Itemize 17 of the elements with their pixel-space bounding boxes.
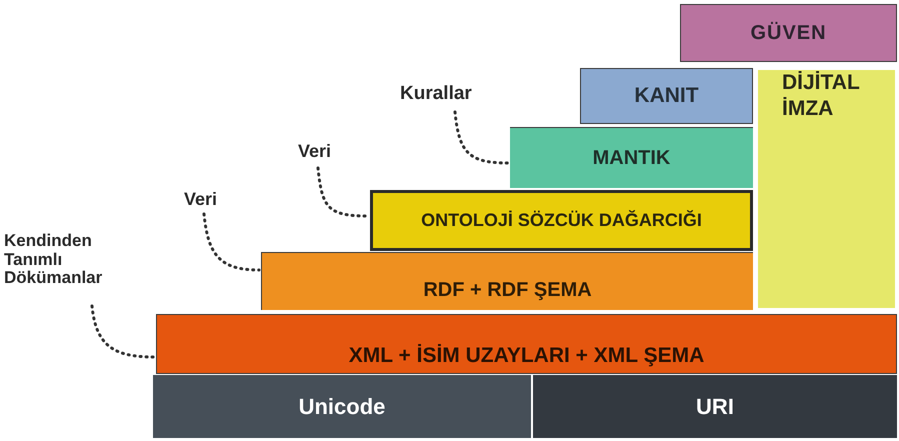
note-text: Kendinden Tanımlı Dökümanlar: [4, 232, 154, 302]
leader-line: [316, 166, 370, 218]
note-text: Veri: [184, 186, 234, 210]
layer-box: ONTOLOJİ SÖZCÜK DAĞARCIĞI: [370, 190, 753, 251]
note-text: Kurallar: [400, 80, 510, 106]
layer-box: GÜVEN: [680, 4, 897, 62]
layer-box: XML + İSİM UZAYLARI + XML ŞEMA: [156, 314, 897, 374]
layer-box: URI: [533, 375, 897, 438]
leader-line: [90, 304, 156, 358]
layer-box: RDF + RDF ŞEMA: [261, 252, 753, 310]
note-text: Veri: [298, 138, 348, 162]
layer-box: Unicode: [153, 375, 531, 438]
leader-line: [202, 212, 260, 272]
layer-box: MANTIK: [510, 127, 753, 188]
layer-box: KANIT: [580, 68, 753, 124]
leader-line: [454, 110, 510, 164]
layer-box: DİJİTAL İMZA: [756, 68, 897, 310]
